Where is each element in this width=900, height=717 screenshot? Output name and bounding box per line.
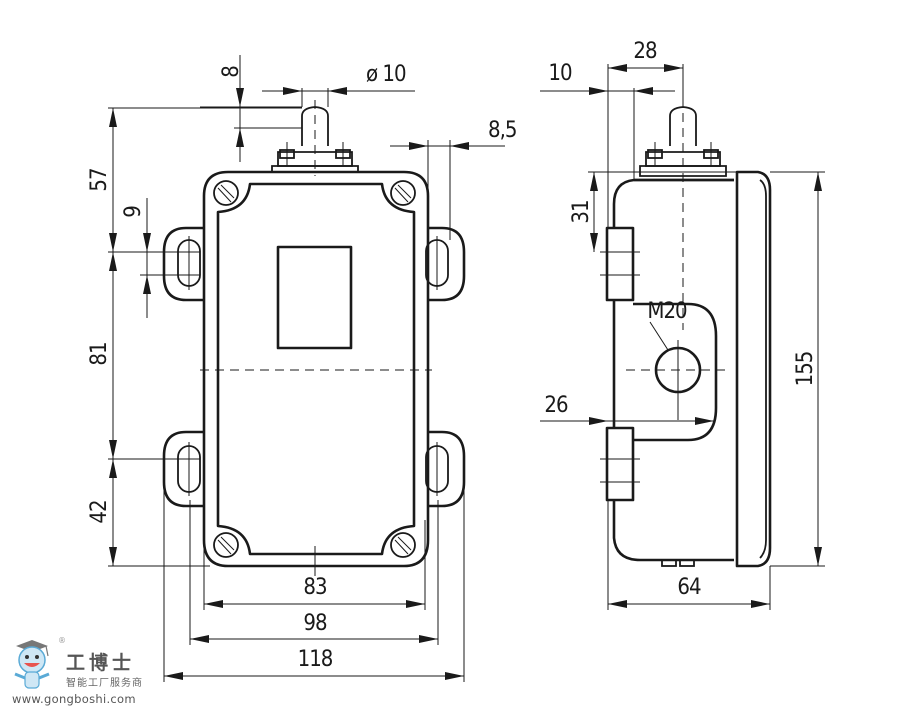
side-lug-top: [605, 226, 635, 302]
svg-text:10: 10: [548, 61, 572, 86]
svg-text:118: 118: [298, 647, 333, 672]
plunger: [271, 100, 359, 176]
mount-lug-top-right: [425, 226, 466, 302]
housing-outline: [202, 170, 430, 568]
svg-text:42: 42: [87, 500, 112, 523]
svg-text:M20: M20: [647, 299, 687, 324]
dim-vertical-chain-left: 57 81 42: [87, 107, 302, 567]
registered-mark: ®: [58, 636, 66, 645]
front-view: 8 ø 10 8,5: [87, 55, 517, 682]
side-body: [612, 178, 734, 228]
dim-horizontal-chain-bottom: 83 98 118: [163, 490, 465, 682]
screw-icon: [213, 532, 239, 558]
dim-depth: 64: [607, 500, 771, 610]
svg-text:81: 81: [87, 342, 112, 365]
svg-text:31: 31: [569, 200, 594, 223]
svg-text:57: 57: [87, 168, 112, 191]
mascot-icon: [14, 640, 50, 689]
dim-side-offsets-top: 10 28: [540, 39, 684, 228]
watermark-url: www.gongboshi.com: [12, 692, 136, 706]
svg-text:8: 8: [219, 66, 244, 78]
side-plunger: [634, 98, 734, 330]
dim-plunger-diameter: ø 10: [262, 62, 415, 107]
svg-text:26: 26: [544, 393, 568, 418]
screw-icon: [390, 532, 416, 558]
svg-text:ø 10: ø 10: [366, 62, 406, 87]
side-lug-bottom: [605, 426, 635, 502]
svg-text:8,5: 8,5: [488, 118, 516, 143]
mount-lug-bottom-left: [162, 430, 204, 508]
svg-text:64: 64: [677, 575, 701, 600]
svg-text:83: 83: [303, 575, 327, 600]
svg-text:28: 28: [633, 39, 657, 64]
dim-overall-height: 155: [770, 171, 825, 567]
dim-mount-hole-width: 8,5: [390, 118, 517, 240]
screw-icon: [213, 180, 239, 206]
mount-lug-bottom-right: [425, 430, 466, 508]
dim-slot-length: 9: [121, 198, 200, 318]
watermark-logo: ® 工博士 智能工厂服务商 www.gongboshi.com: [6, 634, 156, 714]
svg-text:9: 9: [121, 206, 146, 218]
side-view: 10 28 31 M20 26 15: [540, 39, 825, 610]
cover-outline: [216, 182, 416, 556]
screw-icon: [390, 180, 416, 206]
mount-lug-top-left: [162, 226, 204, 302]
dim-conduit-thread: M20: [647, 299, 688, 351]
svg-text:155: 155: [793, 352, 818, 387]
label-window: [276, 245, 353, 350]
dim-side-top-to-hole: 31: [569, 171, 737, 252]
side-lid: [735, 170, 772, 568]
svg-text:98: 98: [303, 611, 327, 636]
dim-conduit-offset: 26: [540, 393, 714, 425]
watermark-brand: 工博士: [66, 652, 136, 674]
watermark-tagline: 智能工厂服务商: [66, 678, 143, 689]
